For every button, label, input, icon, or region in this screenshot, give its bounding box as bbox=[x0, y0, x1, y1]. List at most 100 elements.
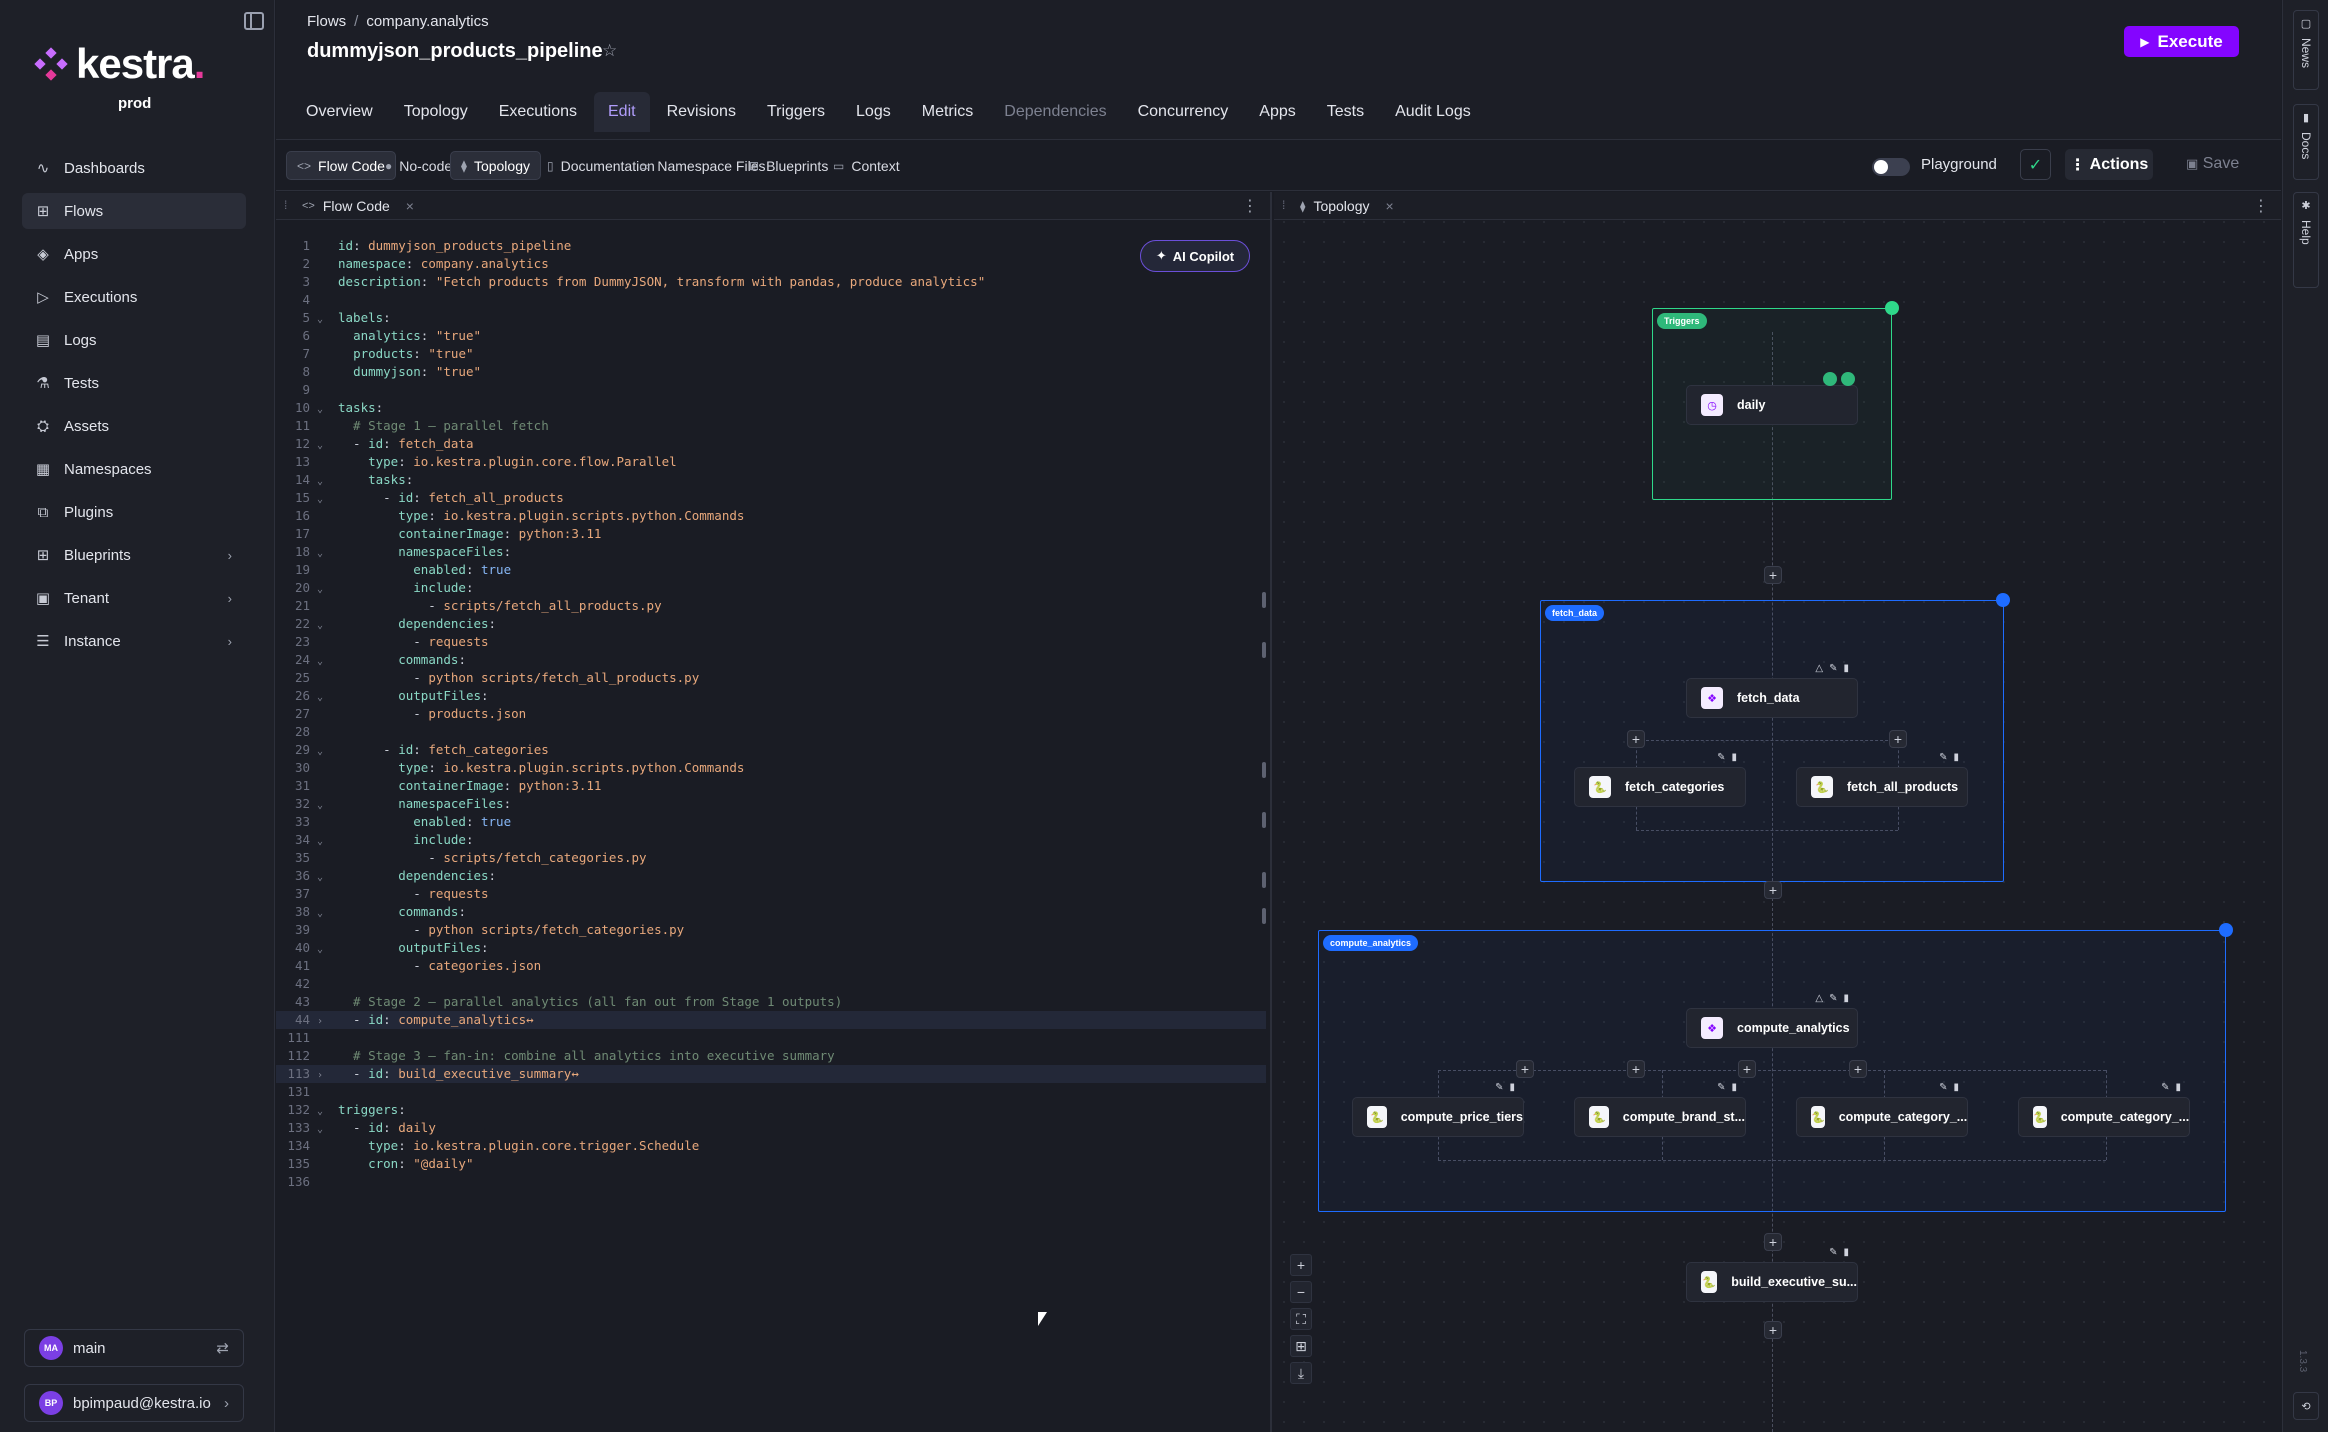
tab-triggers[interactable]: Triggers bbox=[766, 103, 826, 120]
namespace-switcher[interactable]: MA main ⇄ bbox=[24, 1329, 244, 1367]
tab-executions[interactable]: Executions bbox=[498, 103, 577, 120]
sidebar-item-instance[interactable]: ☰Instance› bbox=[22, 623, 246, 659]
add-task-button[interactable]: + bbox=[1627, 730, 1645, 748]
pane-menu-icon[interactable]: ⋮ bbox=[1242, 198, 1258, 215]
code-line[interactable]: 14⌄ tasks: bbox=[276, 471, 1266, 489]
fold-chevron-down-icon[interactable]: ⌄ bbox=[316, 494, 324, 505]
topology-pane[interactable]: ⁞ ⧫ Topology × ⋮ Triggers ◷ daily + fetc… bbox=[1274, 192, 2281, 1432]
fold-chevron-down-icon[interactable]: ⌄ bbox=[316, 440, 324, 451]
fold-chevron-down-icon[interactable]: ⌄ bbox=[316, 1106, 324, 1117]
fold-chevron-down-icon[interactable]: ⌄ bbox=[316, 314, 324, 325]
code-line[interactable]: 31 containerImage: python:3.11 bbox=[276, 777, 1266, 795]
tab-apps[interactable]: Apps bbox=[1259, 103, 1296, 120]
view-topology-button[interactable]: ⧫Topology bbox=[450, 151, 541, 180]
view-documentation-button[interactable]: ▯Documentation bbox=[537, 151, 665, 180]
actions-button[interactable]: ⋮ Actions bbox=[2065, 149, 2153, 180]
code-line[interactable]: 13 type: io.kestra.plugin.core.flow.Para… bbox=[276, 453, 1266, 471]
sidebar-item-executions[interactable]: ▷Executions bbox=[22, 279, 246, 315]
code-line[interactable]: 29⌄ - id: fetch_categories bbox=[276, 741, 1266, 759]
code-line[interactable]: 19 enabled: true bbox=[276, 561, 1266, 579]
code-line[interactable]: 132⌄triggers: bbox=[276, 1101, 1266, 1119]
code-line[interactable]: 136 bbox=[276, 1173, 1266, 1191]
code-line[interactable]: 17 containerImage: python:3.11 bbox=[276, 525, 1266, 543]
add-task-button[interactable]: + bbox=[1889, 730, 1907, 748]
code-line[interactable]: 28 bbox=[276, 723, 1266, 741]
code-line[interactable]: 43 # Stage 2 — parallel analytics (all f… bbox=[276, 993, 1266, 1011]
node-compute-category-2[interactable]: 🐍 compute_category_... ✎▮ bbox=[2018, 1082, 2190, 1137]
tab-flow-code[interactable]: <> Flow Code × bbox=[302, 192, 414, 220]
view-context-button[interactable]: ▭Context bbox=[823, 151, 910, 180]
code-line[interactable]: 135 cron: "@daily" bbox=[276, 1155, 1266, 1173]
code-line[interactable]: 23 - requests bbox=[276, 633, 1266, 651]
code-line[interactable]: 30 type: io.kestra.plugin.scripts.python… bbox=[276, 759, 1266, 777]
code-line[interactable]: 21 - scripts/fetch_all_products.py bbox=[276, 597, 1266, 615]
code-line[interactable]: 27 - products.json bbox=[276, 705, 1266, 723]
add-task-button[interactable]: + bbox=[1738, 1060, 1756, 1078]
tab-revisions[interactable]: Revisions bbox=[666, 103, 736, 120]
fold-chevron-down-icon[interactable]: ⌄ bbox=[316, 908, 324, 919]
minimap-icon[interactable]: ⊞ bbox=[1290, 1335, 1312, 1357]
code-line[interactable]: 32⌄ namespaceFiles: bbox=[276, 795, 1266, 813]
sidebar-item-namespaces[interactable]: ▦Namespaces bbox=[22, 451, 246, 487]
tab-audit-logs[interactable]: Audit Logs bbox=[1395, 103, 1471, 120]
code-line[interactable]: 9 bbox=[276, 381, 1266, 399]
node-tools-icon[interactable]: ✎▮ bbox=[1939, 1082, 1965, 1093]
close-icon[interactable]: × bbox=[1385, 198, 1394, 214]
tab-tests[interactable]: Tests bbox=[1326, 103, 1365, 120]
fold-chevron-down-icon[interactable]: ⌄ bbox=[316, 944, 324, 955]
code-line[interactable]: 42 bbox=[276, 975, 1266, 993]
help-button[interactable]: ✱ Help bbox=[2293, 192, 2319, 288]
view-blueprints-button[interactable]: ⊞Blueprints bbox=[739, 151, 838, 180]
code-line[interactable]: 37 - requests bbox=[276, 885, 1266, 903]
add-task-button[interactable]: + bbox=[1764, 881, 1782, 899]
add-task-button[interactable]: + bbox=[1764, 566, 1782, 584]
fold-chevron-down-icon[interactable]: ⌄ bbox=[316, 872, 324, 883]
user-menu[interactable]: BP bpimpaud@kestra.io › bbox=[24, 1384, 244, 1422]
sidebar-item-logs[interactable]: ▤Logs bbox=[22, 322, 246, 358]
code-line[interactable]: 6 analytics: "true" bbox=[276, 327, 1266, 345]
tab-topology[interactable]: ⧫ Topology × bbox=[1300, 192, 1394, 220]
add-task-button[interactable]: + bbox=[1764, 1321, 1782, 1339]
drag-handle-icon[interactable]: ⁞ bbox=[1282, 198, 1286, 212]
code-line[interactable]: 34⌄ include: bbox=[276, 831, 1266, 849]
fold-chevron-right-icon[interactable]: › bbox=[316, 1016, 324, 1027]
fetch-data-group[interactable]: fetch_data bbox=[1540, 600, 2004, 882]
view-no-code-button[interactable]: ●No-code bbox=[375, 151, 462, 180]
tab-overview[interactable]: Overview bbox=[306, 103, 373, 120]
node-fetch-all-products[interactable]: 🐍 fetch_all_products ✎▮ bbox=[1796, 752, 1968, 807]
save-button[interactable]: ▣ Save bbox=[2186, 155, 2239, 173]
fold-chevron-down-icon[interactable]: ⌄ bbox=[316, 404, 324, 415]
tab-concurrency[interactable]: Concurrency bbox=[1137, 103, 1229, 120]
node-build-executive-summary[interactable]: 🐍 build_executive_su... ✎▮ bbox=[1686, 1247, 1858, 1302]
node-fetch-data[interactable]: ❖ fetch_data △✎▮ bbox=[1686, 663, 1858, 718]
code-line[interactable]: 7 products: "true" bbox=[276, 345, 1266, 363]
fold-chevron-down-icon[interactable]: ⌄ bbox=[316, 692, 324, 703]
code-line[interactable]: 35 - scripts/fetch_categories.py bbox=[276, 849, 1266, 867]
ai-copilot-button[interactable]: ✦ AI Copilot bbox=[1140, 240, 1250, 272]
add-task-button[interactable]: + bbox=[1627, 1060, 1645, 1078]
triggers-collapse-icon[interactable] bbox=[1885, 301, 1899, 315]
code-line[interactable]: 112 # Stage 3 — fan-in: combine all anal… bbox=[276, 1047, 1266, 1065]
news-button[interactable]: ▢ News bbox=[2293, 10, 2319, 90]
logo[interactable]: kestra. bbox=[34, 40, 205, 88]
fold-chevron-down-icon[interactable]: ⌄ bbox=[316, 746, 324, 757]
fold-chevron-down-icon[interactable]: ⌄ bbox=[316, 836, 324, 847]
code-line[interactable]: 40⌄ outputFiles: bbox=[276, 939, 1266, 957]
fold-chevron-down-icon[interactable]: ⌄ bbox=[316, 1124, 324, 1135]
node-tools-icon[interactable]: ✎▮ bbox=[1717, 1082, 1743, 1093]
fit-view-icon[interactable]: ⛶ bbox=[1290, 1308, 1312, 1330]
fold-chevron-down-icon[interactable]: ⌄ bbox=[316, 620, 324, 631]
view-namespace-files-button[interactable]: ▭Namespace Files bbox=[629, 151, 776, 180]
fold-chevron-down-icon[interactable]: ⌄ bbox=[316, 548, 324, 559]
tab-dependencies[interactable]: Dependencies bbox=[1004, 103, 1107, 120]
code-line[interactable]: 24⌄ commands: bbox=[276, 651, 1266, 669]
code-line[interactable]: 15⌄ - id: fetch_all_products bbox=[276, 489, 1266, 507]
code-line[interactable]: 25 - python scripts/fetch_all_products.p… bbox=[276, 669, 1266, 687]
playground-toggle[interactable] bbox=[1872, 158, 1910, 176]
settings-button[interactable]: ⟲ bbox=[2293, 1392, 2319, 1420]
code-line[interactable]: 134 type: io.kestra.plugin.core.trigger.… bbox=[276, 1137, 1266, 1155]
sidebar-item-plugins[interactable]: ⧉Plugins bbox=[22, 494, 246, 530]
